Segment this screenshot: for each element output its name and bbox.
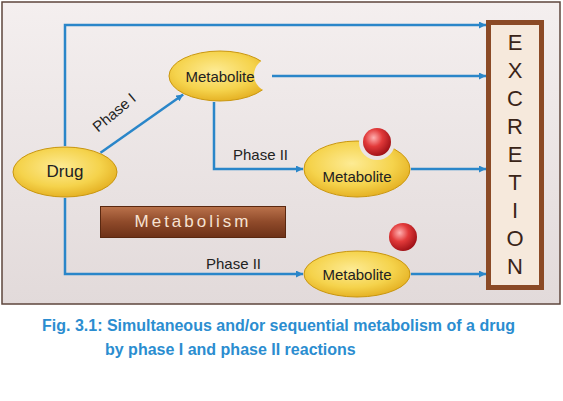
edge-label: Phase II — [206, 255, 261, 272]
ellipse-body — [304, 141, 410, 197]
metabolite-ellipse: Drug — [12, 146, 118, 198]
flow-arrow — [65, 25, 486, 146]
flow-arrow — [411, 168, 486, 171]
caption-text: Fig. 3.1: Simultaneous and/or sequential… — [42, 317, 515, 358]
flow-arrow — [272, 75, 486, 78]
figure-caption: Fig. 3.1: Simultaneous and/or sequential… — [42, 314, 520, 362]
node-text: Metabolism — [135, 212, 252, 232]
metabolism-band: Metabolism — [100, 206, 286, 238]
frame-border — [2, 2, 560, 304]
flow-arrow — [214, 102, 303, 169]
ellipse-body — [13, 147, 117, 197]
metabolite-ellipse: Metabolite — [168, 50, 272, 102]
node-text: Drug — [47, 162, 84, 182]
node-text: Metabolite — [185, 68, 254, 85]
ellipse-body — [304, 251, 410, 297]
ellipse-body — [169, 51, 271, 101]
flow-arrow — [65, 198, 303, 274]
conjugate-ball — [389, 223, 417, 251]
metabolite-ellipse: Metabolite — [303, 250, 411, 298]
edge-label: Phase II — [233, 146, 288, 163]
flow-arrow — [411, 273, 486, 276]
excretion-bar: EXCRETION — [486, 20, 544, 290]
conjugate-ball — [363, 128, 391, 156]
node-text: Metabolite — [322, 168, 391, 185]
node-text: Metabolite — [322, 266, 391, 283]
metabolite-ellipse: Metabolite — [303, 140, 411, 198]
node-text: EXCRETION — [506, 29, 524, 281]
